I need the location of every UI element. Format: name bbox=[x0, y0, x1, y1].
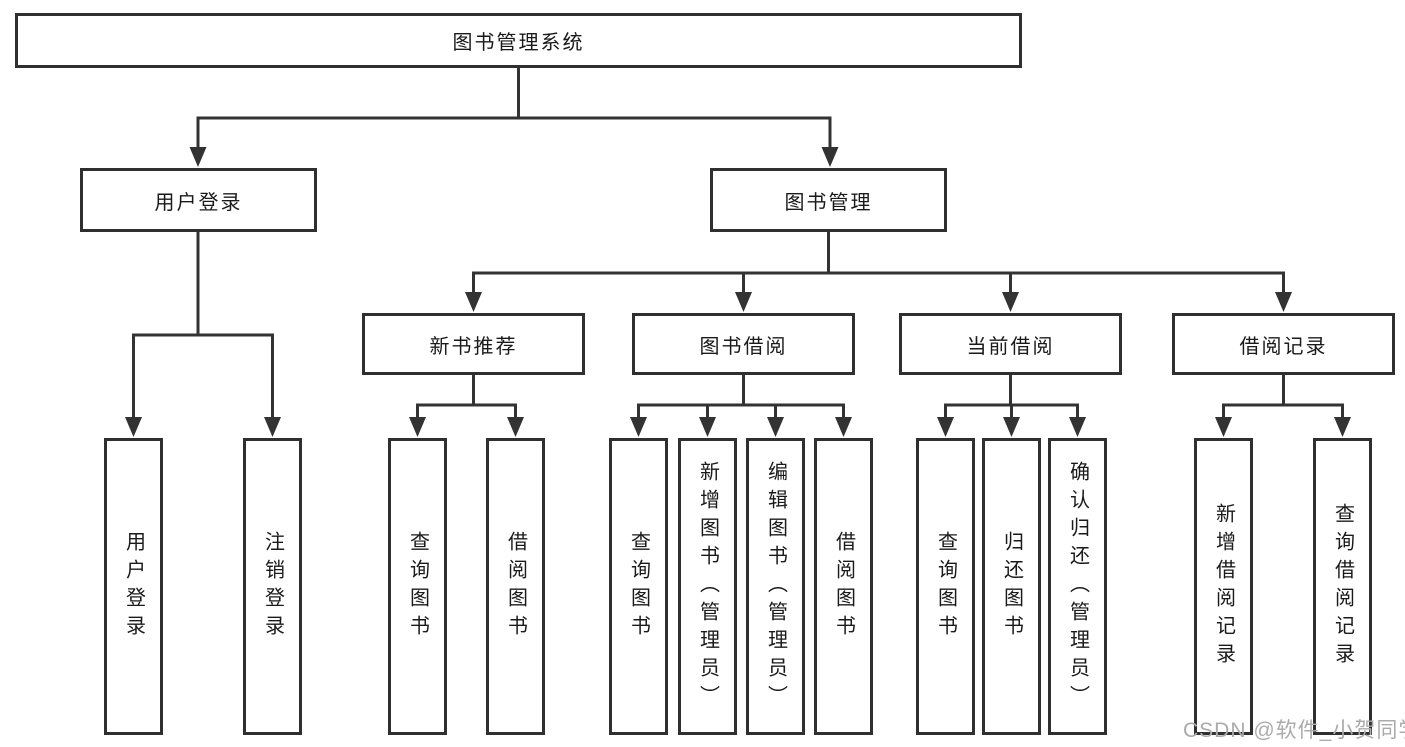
node-borrow-records: 借阅记录 bbox=[1172, 313, 1395, 375]
node-label: 借阅图书 bbox=[504, 530, 527, 643]
node-label: 当前借阅 bbox=[966, 335, 1055, 358]
node-label: 借阅图书 bbox=[832, 530, 855, 643]
node-label: 编辑图书（管理员） bbox=[764, 460, 787, 713]
csdn-watermark: CSDN @软件_小贺同学 bbox=[1183, 719, 1405, 742]
node-label: 查询图书 bbox=[406, 530, 429, 643]
node-edit-book-admin: 编辑图书（管理员） bbox=[746, 438, 805, 735]
node-label: 用户登录 bbox=[122, 530, 145, 643]
node-label: 查询借阅记录 bbox=[1331, 502, 1354, 671]
node-current-borrow: 当前借阅 bbox=[899, 313, 1122, 375]
node-label: 图书管理 bbox=[784, 191, 873, 214]
node-label: 归还图书 bbox=[1000, 530, 1023, 643]
node-return-books: 归还图书 bbox=[982, 438, 1041, 735]
node-label: 注销登录 bbox=[261, 530, 284, 643]
node-new-book-recommend: 新书推荐 bbox=[362, 313, 585, 375]
node-borrow-books-leaf: 借阅图书 bbox=[814, 438, 873, 735]
node-user-login-leaf: 用户登录 bbox=[104, 438, 163, 735]
arrowhead-icons bbox=[125, 147, 1351, 437]
node-label: 新书推荐 bbox=[429, 335, 518, 358]
node-label: 用户登录 bbox=[154, 191, 243, 214]
node-label: 图书借阅 bbox=[699, 335, 788, 358]
node-logout: 注销登录 bbox=[243, 438, 302, 735]
node-borrow-books-recommend: 借阅图书 bbox=[486, 438, 545, 735]
node-query-books-borrow: 查询图书 bbox=[609, 438, 668, 735]
node-label: 图书管理系统 bbox=[452, 32, 585, 54]
node-label: 新增借阅记录 bbox=[1212, 502, 1235, 671]
node-query-borrow-record: 查询借阅记录 bbox=[1313, 438, 1372, 735]
node-query-books-current: 查询图书 bbox=[916, 438, 975, 735]
node-add-borrow-record: 新增借阅记录 bbox=[1194, 438, 1253, 735]
node-label: 确认归还（管理员） bbox=[1066, 460, 1089, 713]
node-library-system: 图书管理系统 bbox=[15, 13, 1022, 68]
node-confirm-return-admin: 确认归还（管理员） bbox=[1048, 438, 1107, 735]
node-query-books-recommend: 查询图书 bbox=[388, 438, 447, 735]
connector-lines bbox=[132, 66, 1344, 422]
node-add-book-admin: 新增图书（管理员） bbox=[678, 438, 737, 735]
node-user-login: 用户登录 bbox=[80, 168, 317, 232]
node-book-borrow: 图书借阅 bbox=[632, 313, 855, 375]
node-label: 新增图书（管理员） bbox=[696, 460, 719, 713]
node-label: 查询图书 bbox=[934, 530, 957, 643]
node-label: 借阅记录 bbox=[1239, 335, 1328, 358]
node-book-management: 图书管理 bbox=[710, 168, 947, 232]
node-label: 查询图书 bbox=[627, 530, 650, 643]
